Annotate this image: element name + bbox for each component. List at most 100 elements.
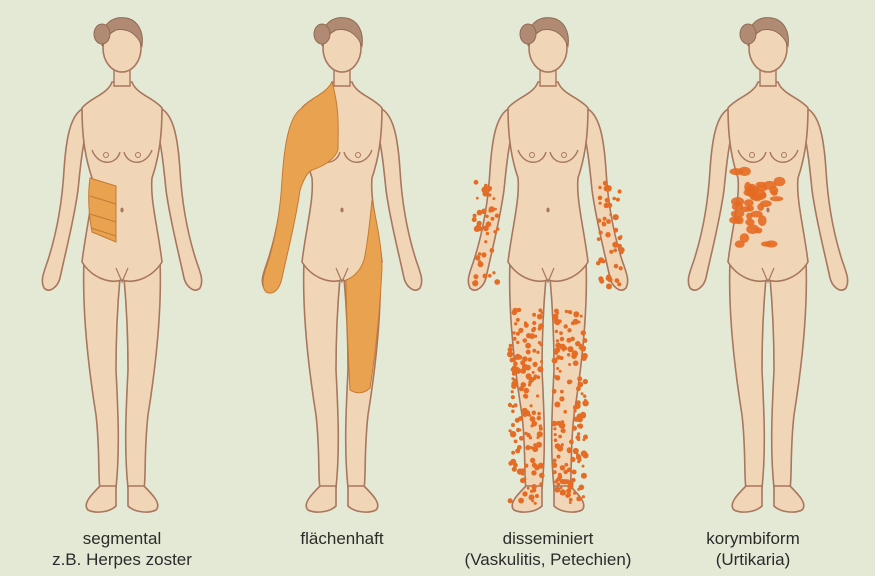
petechia-spot [512, 357, 517, 362]
petechia-spot [557, 477, 561, 481]
petechia-spot [577, 376, 582, 381]
petechia-spot [522, 491, 527, 496]
petechia-spot [559, 331, 563, 335]
petechia-spot [526, 373, 532, 379]
urticaria-wheal [729, 168, 743, 175]
petechia-spot [602, 221, 605, 224]
petechia-spot [577, 438, 580, 441]
petechia-spot [579, 344, 582, 347]
petechia-spot [570, 337, 575, 342]
petechia-spot [511, 390, 514, 393]
caption-segmental-line2: z.B. Herpes zoster [2, 549, 242, 570]
petechia-spot [532, 313, 536, 317]
petechia-spot [583, 453, 589, 459]
petechia-spot [570, 457, 575, 462]
urticaria-wheal [757, 203, 764, 211]
figure-disseminiert [468, 18, 627, 512]
petechia-spot [573, 405, 578, 410]
petechia-spot [508, 498, 513, 503]
petechia-spot [523, 412, 528, 417]
petechia-spot [538, 323, 544, 329]
petechia-spot [493, 230, 497, 234]
petechia-spot [513, 403, 517, 407]
petechia-spot [569, 380, 573, 384]
petechia-spot [537, 416, 542, 421]
petechia-spot [556, 339, 559, 342]
petechia-spot [494, 208, 497, 211]
petechia-spot [492, 271, 495, 274]
petechia-spot [490, 248, 495, 253]
petechia-spot [554, 438, 558, 442]
petechia-spot [584, 399, 587, 402]
petechia-spot [474, 180, 479, 185]
petechia-spot [581, 414, 586, 419]
petechia-spot [536, 351, 539, 354]
petechia-spot [488, 193, 492, 197]
petechia-spot [561, 429, 564, 432]
petechia-spot [598, 196, 603, 201]
urticaria-wheal [770, 196, 783, 201]
petechia-spot [530, 416, 536, 422]
petechia-spot [515, 418, 520, 423]
petechia-spot [511, 451, 515, 455]
urticaria-wheal [744, 182, 751, 193]
petechia-spot [576, 453, 580, 457]
petechia-spot [560, 489, 566, 495]
petechia-spot [560, 337, 565, 342]
urticaria-wheal [751, 211, 763, 218]
petechia-spot [513, 378, 517, 382]
petechia-spot [520, 478, 525, 483]
petechia-spot [613, 214, 619, 220]
petechia-spot [609, 213, 612, 216]
petechia-spot [533, 362, 538, 367]
petechia-spot [557, 455, 561, 459]
petechia-spot [597, 218, 601, 222]
petechia-spot [523, 394, 527, 398]
petechia-spot [606, 276, 611, 281]
petechia-spot [599, 231, 603, 235]
petechia-spot [491, 217, 495, 221]
petechia-spot [532, 446, 538, 452]
petechia-spot [512, 331, 515, 334]
petechia-spot [530, 446, 533, 449]
petechia-spot [511, 395, 515, 399]
petechia-spot [510, 431, 516, 437]
caption-segmental-line1: segmental [2, 528, 242, 549]
petechia-spot [539, 482, 543, 486]
petechia-spot [524, 388, 530, 394]
petechia-spot [527, 487, 530, 490]
petechia-spot [560, 390, 564, 394]
petechia-spot [572, 350, 578, 356]
urticaria-wheal [731, 210, 745, 218]
petechia-spot [489, 206, 495, 212]
urticaria-wheal [752, 186, 759, 196]
petechia-spot [559, 396, 564, 401]
petechia-spot [566, 488, 571, 493]
petechia-spot [474, 280, 478, 284]
petechia-spot [518, 498, 524, 504]
petechia-spot [483, 274, 488, 279]
petechia-spot [552, 389, 557, 394]
petechia-spot [555, 443, 561, 449]
petechia-spot [564, 463, 568, 467]
petechia-spot [540, 360, 543, 363]
petechia-spot [612, 242, 618, 248]
petechia-spot [555, 347, 561, 353]
petechia-spot [487, 187, 491, 191]
petechia-spot [599, 202, 602, 205]
petechia-spot [516, 341, 519, 344]
petechia-spot [616, 198, 620, 202]
petechia-spot [532, 411, 537, 416]
petechia-spot [534, 502, 537, 505]
petechia-spot [576, 386, 581, 391]
petechia-spot [620, 251, 623, 254]
petechia-spot [521, 468, 525, 472]
petechia-spot [567, 493, 571, 497]
petechia-spot [537, 412, 541, 416]
petechia-spot [525, 343, 531, 349]
figure-segmental [42, 18, 201, 512]
petechia-spot [539, 473, 545, 479]
petechia-spot [563, 470, 568, 475]
